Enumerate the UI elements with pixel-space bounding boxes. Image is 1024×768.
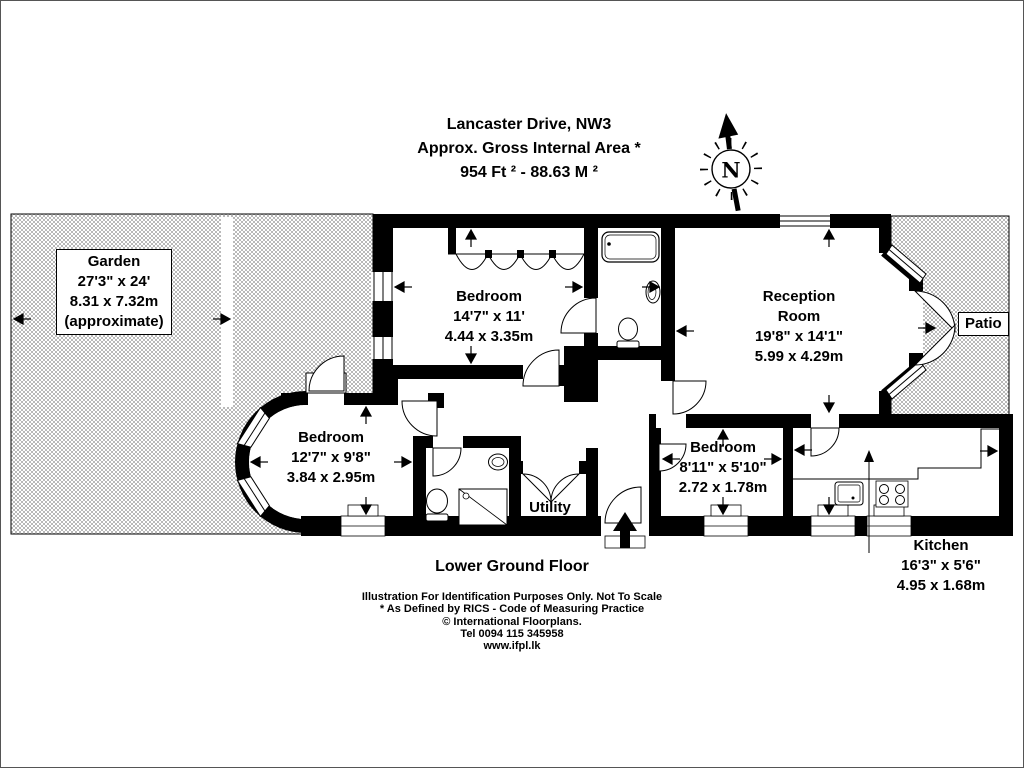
- door-reception: [672, 380, 707, 415]
- kitchen-leader-line: [864, 450, 874, 553]
- bathroom-toilet: [618, 317, 638, 341]
- shower-room-fixtures: [425, 453, 508, 526]
- kitchen-counter: [793, 428, 999, 480]
- entrance-arrow: [613, 512, 637, 548]
- area-value: 954 Ft ² - 88.63 M ²: [460, 164, 598, 181]
- window-bedroom2: [340, 504, 386, 537]
- shower-head: [462, 492, 470, 500]
- window-left-1: [371, 272, 395, 301]
- door-bedroom2: [401, 400, 438, 437]
- door-garden: [308, 355, 345, 392]
- walls: [281, 214, 1013, 536]
- kitchen-sink: [834, 481, 864, 506]
- door-kitchen: [810, 427, 840, 457]
- windows: [371, 213, 830, 359]
- bay-window: [236, 406, 271, 448]
- compass-letter: N: [721, 157, 741, 183]
- footer-rics: * As Defined by RICS - Code of Measuring…: [379, 603, 645, 616]
- compass-circle: [711, 149, 751, 189]
- dimension-arrows: [12, 228, 999, 516]
- address: Lancaster Drive, NW3: [446, 116, 612, 133]
- garden-label: Garden 27'3" x 24' 8.31 x 7.32m (approxi…: [56, 249, 172, 335]
- door-shower-room: [432, 447, 462, 477]
- garden-size-m: 8.31 x 7.32m: [69, 293, 159, 310]
- garden-name: Garden: [87, 253, 141, 270]
- door-entrance: [604, 486, 642, 524]
- footer-website: www.ifpl.lk: [483, 640, 541, 653]
- wardrobe: [448, 250, 585, 270]
- room-label-bedroom1: Bedroom 14'7" x 11' 4.44 x 3.35m: [444, 288, 534, 345]
- room-label-kitchen: Kitchen 16'3" x 5'6" 4.95 x 1.68m: [896, 537, 986, 594]
- footer-disclaimer: Illustration For Identification Purposes…: [361, 591, 663, 603]
- room-label-utility: Utility: [529, 499, 571, 516]
- building-floor: [373, 214, 1013, 536]
- room-label-bedroom3: Bedroom 8'11" x 5'10" 2.72 x 1.78m: [678, 439, 768, 496]
- door-utility-right: [550, 473, 581, 504]
- plan-title: Lancaster Drive, NW3 Approx. Gross Inter…: [417, 113, 640, 185]
- bathroom-fixtures: [601, 231, 661, 349]
- garden-note: (approximate): [64, 313, 164, 330]
- footer-copyright: © International Floorplans.: [442, 615, 582, 628]
- window-reception-top: [780, 213, 830, 230]
- patio-label: Patio: [958, 312, 1009, 336]
- garden-path: [221, 217, 233, 407]
- bath-tap: [607, 242, 611, 246]
- door-patio-lower: [913, 323, 956, 366]
- curved-bay: [235, 391, 413, 533]
- room-label-bedroom2: Bedroom 12'7" x 9'8" 3.84 x 2.95m: [286, 429, 376, 486]
- footer-notes: Illustration For Identification Purposes…: [362, 591, 662, 652]
- floor-label: Lower Ground Floor: [435, 558, 589, 575]
- window-kitchen-1: [810, 504, 856, 537]
- footer-phone: Tel 0094 115 345958: [460, 627, 564, 640]
- door-bedroom1: [522, 349, 560, 387]
- door-bathroom: [560, 297, 597, 334]
- kitchen-fixtures: [793, 428, 999, 508]
- room-label-reception: Reception Room 19'8" x 14'1" 5.99 x 4.29…: [754, 288, 844, 365]
- shower-room-toilet: [426, 488, 448, 514]
- compass-rays: [700, 138, 762, 200]
- area-heading: Approx. Gross Internal Area *: [417, 140, 641, 157]
- north-arrowhead: [718, 113, 739, 139]
- window-kitchen-2: [866, 504, 912, 537]
- garden-size-ft: 27'3" x 24': [77, 273, 151, 290]
- garden-doorway: [308, 393, 344, 405]
- doors: [308, 290, 956, 524]
- window-left-2: [371, 337, 395, 359]
- north-arrow: [700, 113, 762, 212]
- bay-window: [236, 476, 271, 518]
